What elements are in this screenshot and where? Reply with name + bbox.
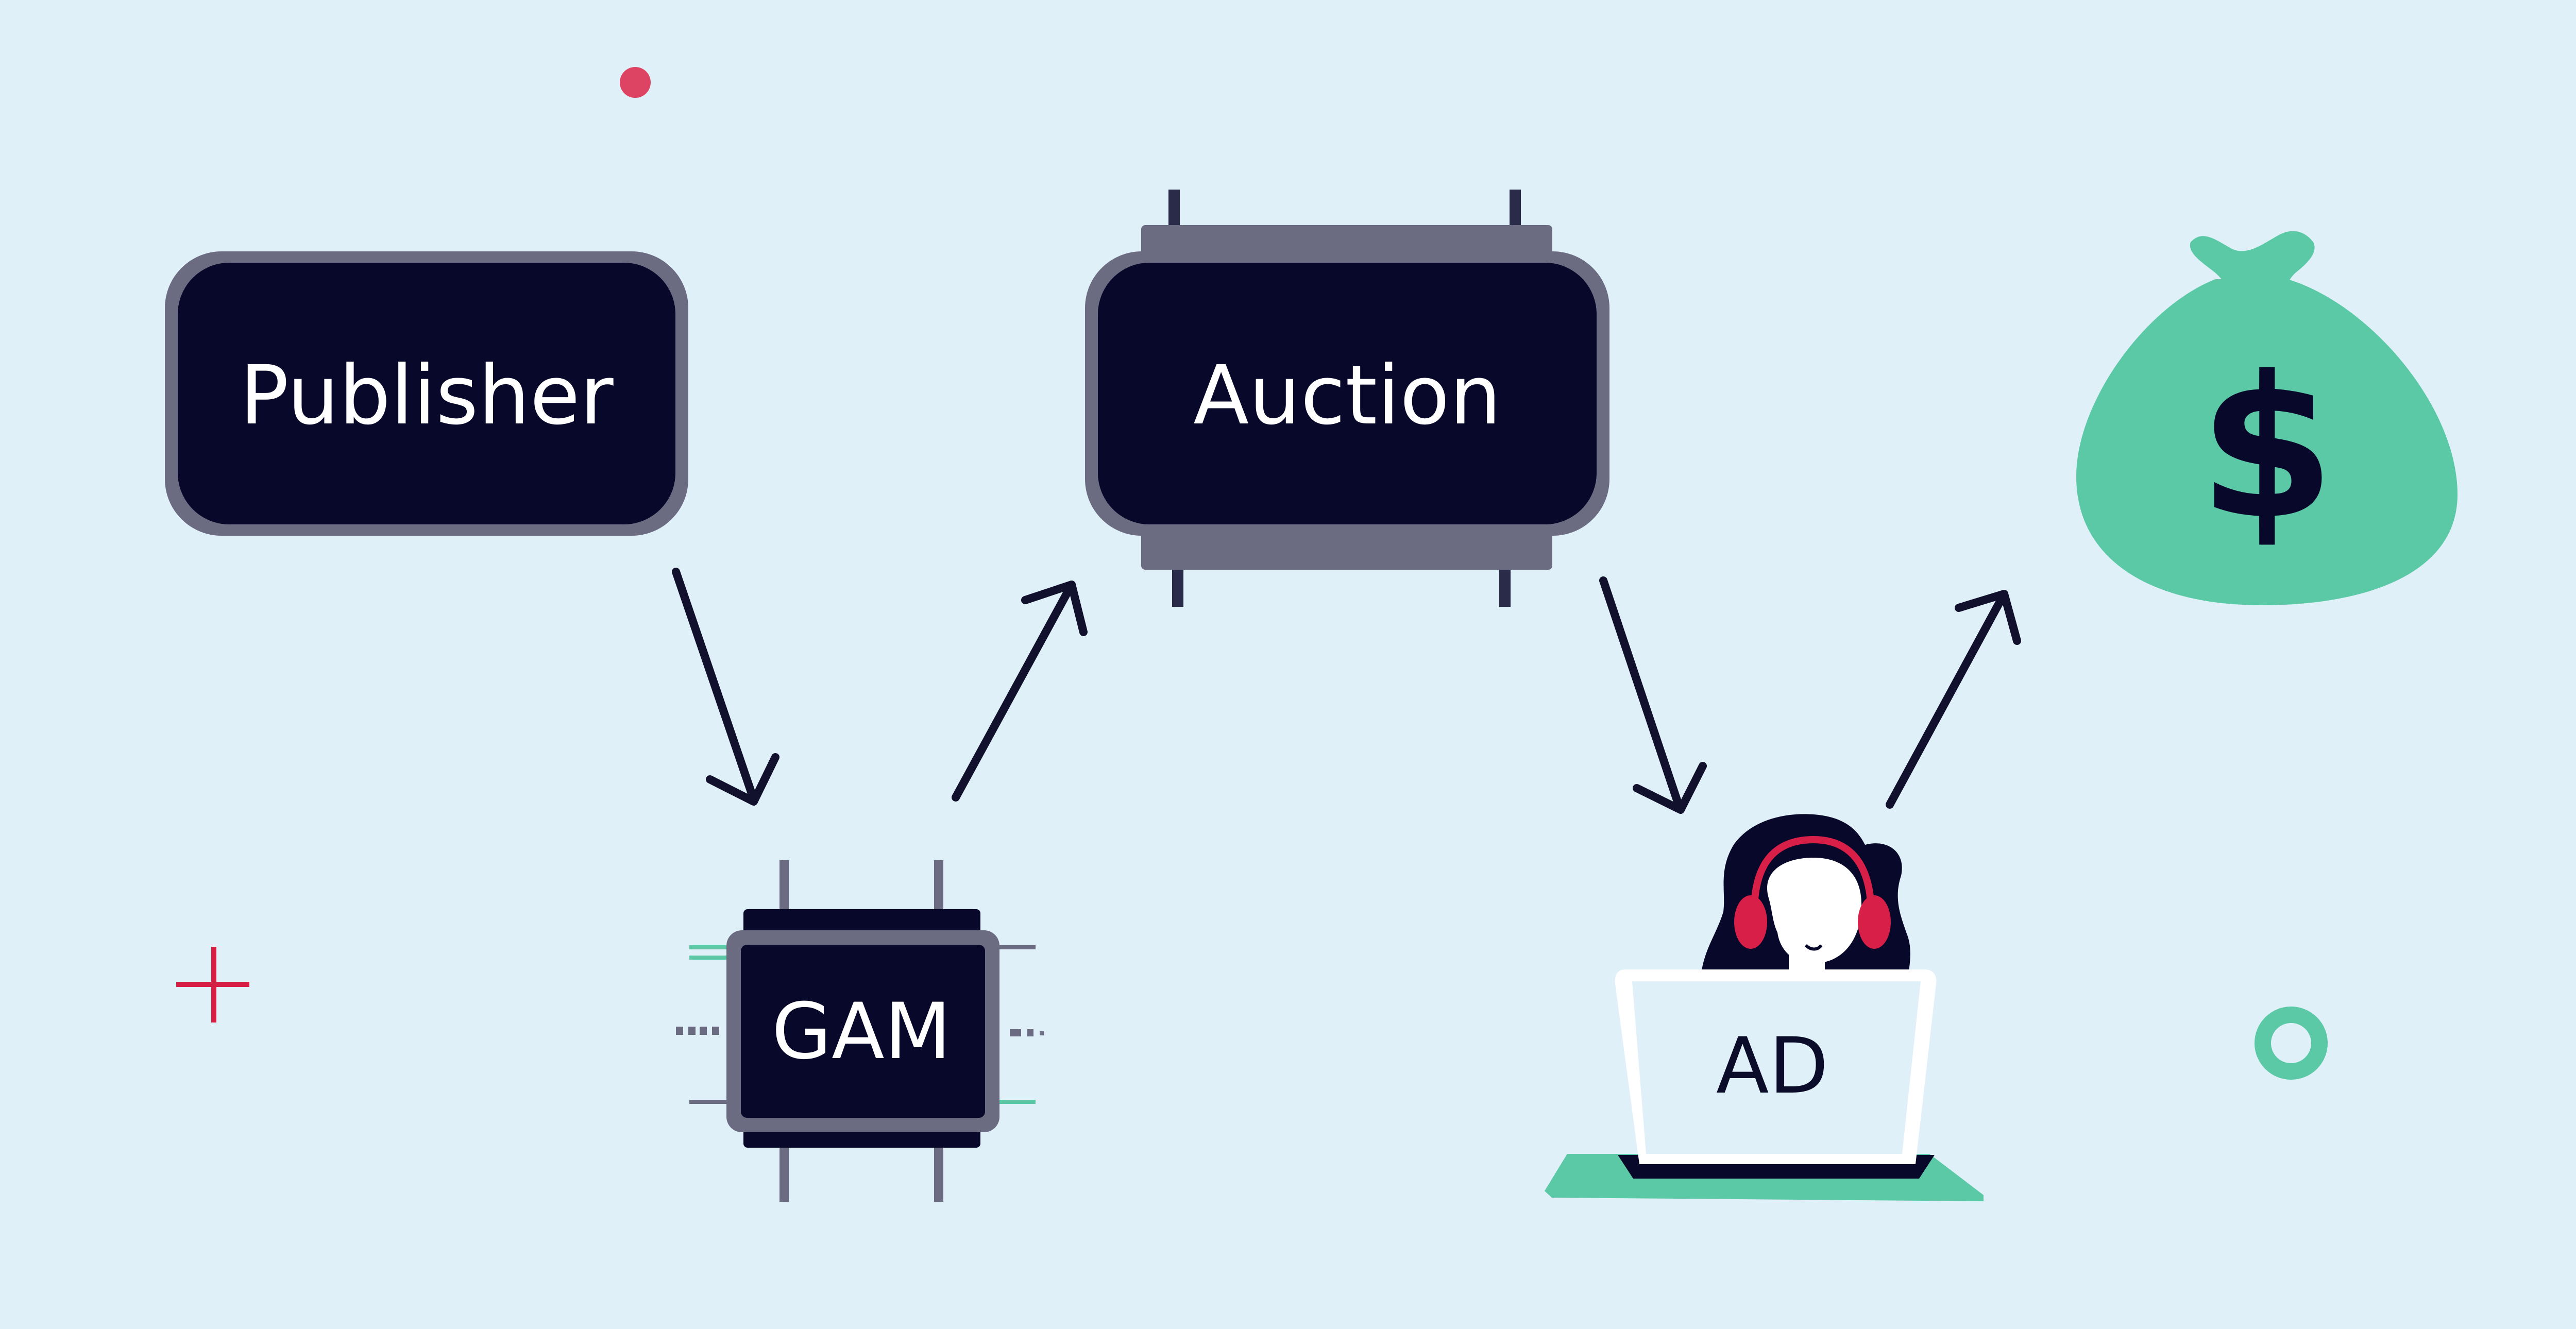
dot-icon <box>620 67 651 98</box>
arrow-publisher-to-gam <box>672 568 779 806</box>
ad-laptop-group: AD <box>1545 814 1984 1201</box>
ring-icon <box>2255 1007 2328 1080</box>
gam-chip: GAM <box>676 860 1044 1202</box>
money-bag-icon <box>2076 231 2458 605</box>
auction-label: Auction <box>1193 348 1501 443</box>
publisher-box: Publisher <box>165 251 688 536</box>
money-bag: $ <box>2076 231 2458 605</box>
plus-icon <box>176 947 249 1023</box>
dollar-sign: $ <box>2199 334 2335 563</box>
gam-label: GAM <box>772 987 951 1077</box>
ad-label: AD <box>1716 1021 1828 1111</box>
arrow-gam-to-auction <box>952 581 1088 802</box>
person-headphones-icon <box>1700 814 1910 989</box>
auction-box: Auction <box>1085 190 1609 607</box>
laptop-icon <box>1545 969 1984 1201</box>
publisher-label: Publisher <box>240 348 613 443</box>
arrow-auction-to-ad <box>1599 576 1707 814</box>
chip-icon <box>676 860 1044 1202</box>
arrow-ad-to-money <box>1886 590 2021 809</box>
